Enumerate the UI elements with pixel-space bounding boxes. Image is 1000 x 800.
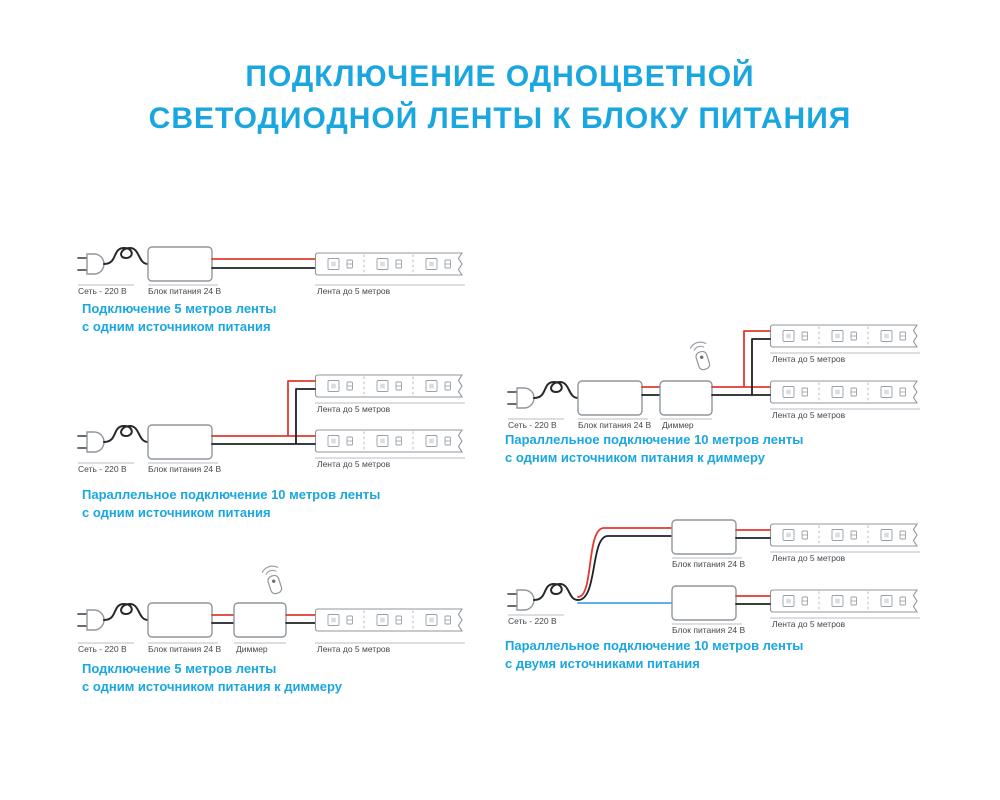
label-strip: Лента до 5 метров [317, 404, 391, 414]
diagram-2-caption: Параллельное подключение 10 метров ленты… [82, 486, 380, 521]
label-psu: Блок питания 24 В [578, 420, 651, 430]
caption-line: Параллельное подключение 10 метров ленты [82, 487, 381, 502]
label-strip: Лента до 5 метров [317, 459, 391, 469]
dimmer-box [659, 380, 713, 416]
label-strip: Лента до 5 метров [317, 644, 391, 654]
plug-icon [77, 425, 149, 453]
wire-black [211, 388, 316, 445]
wire-red [711, 330, 771, 388]
label-strip: Лента до 5 метров [772, 354, 846, 364]
psu-box [671, 585, 737, 621]
led-strip [316, 375, 463, 397]
caption-line: Параллельное подключение 10 метров ленты [505, 638, 804, 653]
label-dimmer: Диммер [236, 644, 268, 654]
label-strip: Лента до 5 метров [772, 410, 846, 420]
plug-icon [77, 603, 149, 631]
remote-icon [260, 563, 286, 597]
label-psu: Блок питания 24 В [148, 644, 221, 654]
title-line-1: ПОДКЛЮЧЕНИЕ ОДНОЦВЕТНОЙ [245, 60, 755, 93]
psu-box [147, 424, 213, 460]
led-strip [771, 590, 918, 612]
psu-box [147, 246, 213, 282]
diagram-4-caption: Параллельное подключение 10 метров ленты… [505, 431, 803, 466]
plug-icon [507, 583, 579, 611]
label-psu: Блок питания 24 В [148, 464, 221, 474]
plug-icon [507, 381, 579, 409]
label-psu: Блок питания 24 В [672, 559, 745, 569]
psu-box [147, 602, 213, 638]
caption-line: с одним источником питания к диммеру [82, 678, 342, 694]
diagram-4: Лента до 5 метров Лента до 5 метров Сеть… [507, 325, 920, 430]
label-strip: Лента до 5 метров [772, 619, 846, 629]
caption-line: с двумя источниками питания [505, 655, 700, 671]
label-dimmer: Диммер [662, 420, 694, 430]
diagram-5: Лента до 5 метров Блок питания 24 В Лент… [507, 519, 920, 635]
page-title: ПОДКЛЮЧЕНИЕ ОДНОЦВЕТНОЙ СВЕТОДИОДНОЙ ЛЕН… [0, 56, 1000, 140]
wire-black [577, 535, 673, 601]
diagram-5-caption: Параллельное подключение 10 метров ленты… [505, 637, 803, 672]
wire-red [577, 527, 673, 598]
label-mains: Сеть - 220 В [78, 644, 127, 654]
label-strip: Лента до 5 метров [772, 553, 846, 563]
label-mains: Сеть - 220 В [78, 286, 127, 296]
caption-line: с одним источником питания к диммеру [505, 449, 765, 465]
plug-icon [77, 247, 149, 275]
caption-line: Подключение 5 метров ленты [82, 661, 277, 676]
led-strip [316, 430, 463, 452]
caption-line: с одним источником питания [82, 504, 271, 520]
title-line-2: СВЕТОДИОДНОЙ ЛЕНТЫ К БЛОКУ ПИТАНИЯ [148, 102, 852, 135]
diagram-3: Сеть - 220 В Блок питания 24 В Диммер Ле… [77, 563, 465, 654]
label-mains: Сеть - 220 В [508, 420, 557, 430]
label-psu: Блок питания 24 В [672, 625, 745, 635]
label-mains: Сеть - 220 В [78, 464, 127, 474]
dimmer-box [233, 602, 287, 638]
caption-line: Подключение 5 метров ленты [82, 301, 277, 316]
led-strip [771, 524, 918, 546]
wire-black [711, 338, 771, 396]
diagram-1: Сеть - 220 В Блок питания 24 В Лента до … [77, 246, 465, 296]
psu-box [577, 380, 643, 416]
diagram-3-caption: Подключение 5 метров ленты с одним источ… [82, 660, 342, 695]
led-strip [316, 253, 463, 275]
diagram-1-caption: Подключение 5 метров ленты с одним источ… [82, 300, 276, 335]
label-strip: Лента до 5 метров [317, 286, 391, 296]
caption-line: с одним источником питания [82, 318, 271, 334]
led-strip [771, 325, 918, 347]
diagram-2: Лента до 5 метров Лента до 5 метров Сеть… [77, 375, 465, 474]
led-strip [316, 609, 463, 631]
wire-red [211, 380, 316, 437]
label-psu: Блок питания 24 В [148, 286, 221, 296]
led-strip [771, 381, 918, 403]
psu-box [671, 519, 737, 555]
caption-line: Параллельное подключение 10 метров ленты [505, 432, 804, 447]
label-mains: Сеть - 220 В [508, 616, 557, 626]
remote-icon [688, 339, 714, 373]
